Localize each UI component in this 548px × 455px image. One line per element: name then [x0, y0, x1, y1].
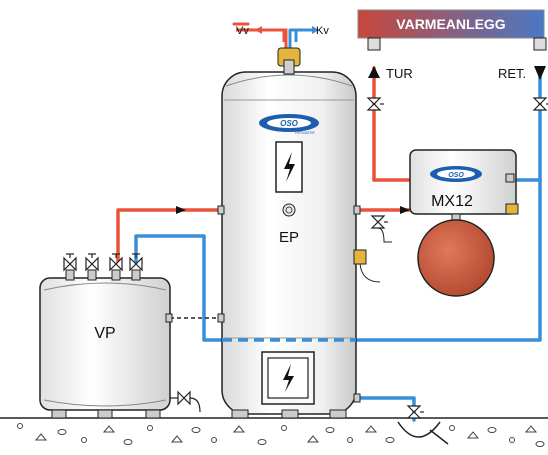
- cold-water-label: Kv: [316, 25, 329, 37]
- flow-arrow-icon: [312, 26, 319, 34]
- water-connections: Vv Kv: [236, 25, 329, 42]
- valve-icon: [366, 97, 548, 419]
- heating-system-label: VARMEANLEGG: [396, 16, 506, 32]
- hot-water-label: Vv: [236, 25, 249, 37]
- svg-text:OSO: OSO: [280, 119, 299, 128]
- heat-pump-label: VP: [94, 325, 115, 342]
- hot-water-pipe: [236, 28, 288, 48]
- flow-arrow-icon: [368, 66, 380, 78]
- flow-arrow-icon: [176, 206, 186, 214]
- lightning-icon: [284, 152, 295, 182]
- heat-pump: VP: [39, 253, 201, 419]
- safety-valve-icon: [505, 203, 519, 215]
- flow-arrow-icon: [255, 26, 262, 34]
- supply-label: TUR: [386, 66, 413, 81]
- heating-system-banner: VARMEANLEGG: [357, 9, 547, 51]
- tank-label: EP: [279, 229, 299, 246]
- thermometer-icon: [282, 203, 296, 217]
- return-label: RET.: [498, 66, 526, 81]
- main-return-pipe: [134, 66, 542, 342]
- main-tank: OSO HOTWATER EP: [217, 47, 361, 419]
- oso-logo-mx12: OSO: [430, 166, 482, 182]
- svg-text:HOTWATER: HOTWATER: [295, 131, 315, 135]
- drain-valve-icon: [170, 390, 201, 413]
- drain-pipe: [354, 396, 416, 422]
- heating-element-panel: [275, 141, 303, 193]
- flow-arrow-icon: [400, 206, 410, 214]
- heat-pump-supply-pipe: [116, 208, 224, 264]
- cold-water-pipe: [288, 28, 314, 50]
- flow-arrow-icon: [534, 66, 546, 80]
- safety-valve-icon: [353, 249, 381, 283]
- oso-logo-tank: OSO HOTWATER: [259, 114, 319, 135]
- valve-icon: [63, 253, 143, 272]
- ground: [0, 417, 548, 455]
- drain-funnel: [397, 421, 441, 438]
- expansion-vessel: [417, 213, 495, 297]
- mx12-label: MX12: [431, 193, 473, 210]
- mx12-unit: OSO MX12: [409, 149, 519, 215]
- lightning-icon: [283, 364, 294, 392]
- svg-text:OSO: OSO: [448, 172, 464, 179]
